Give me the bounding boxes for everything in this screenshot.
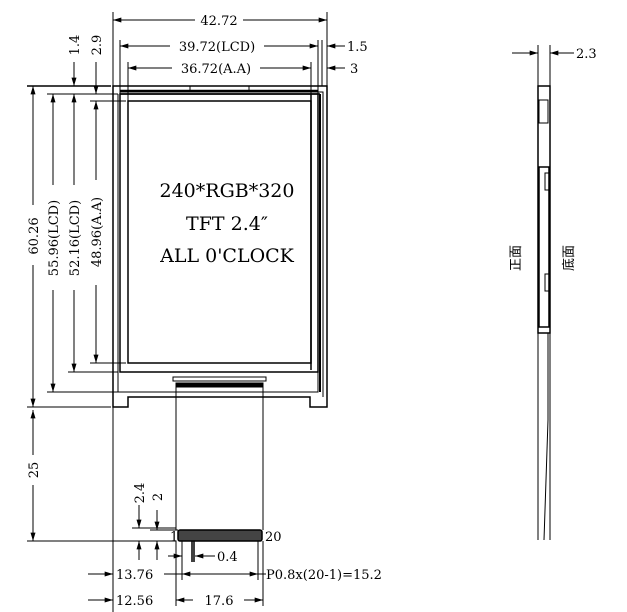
dim-fpc-a: 2.4 [133, 483, 148, 504]
dim-width-lcd: 39.72(LCD) [179, 40, 255, 55]
dim-fpc-b: 2 [151, 493, 166, 501]
orientation-label: ALL 0'CLOCK [159, 245, 295, 267]
dim-fpc-offset-b: 12.56 [116, 594, 153, 609]
dim-fpc-offset-a: 13.76 [116, 568, 153, 583]
dim-height-aa: 48.96(A.A) [90, 197, 105, 267]
dim-height-lcd: 55.96(LCD) [47, 200, 62, 276]
dim-width-total: 42.72 [200, 14, 237, 29]
lcd-outline [119, 93, 319, 373]
dim-fpc-length: 25 [27, 462, 42, 479]
dim-thickness: 2.3 [576, 47, 597, 62]
fpc-tail: 1 20 [170, 387, 282, 545]
dim-fpc-width: 17.6 [205, 594, 234, 609]
type-label: TFT 2.4″ [186, 213, 268, 235]
module-outline [112, 85, 328, 408]
resolution-label: 240*RGB*320 [160, 180, 295, 202]
active-area [127, 100, 312, 364]
dim-height-total: 60.26 [27, 217, 42, 254]
dim-width-aa: 36.72(A.A) [181, 62, 251, 77]
pin-20-label: 20 [265, 530, 282, 545]
dim-right-offset-aa: 3 [350, 62, 358, 77]
back-side-label: 底面 [561, 245, 577, 271]
dim-height-lcd2: 52.16(LCD) [68, 200, 83, 276]
front-view: 240*RGB*320 TFT 2.4″ ALL 0'CLOCK 1 20 42… [27, 12, 382, 612]
pin-1-label: 1 [170, 530, 178, 545]
dim-pin-width: 0.4 [217, 550, 238, 565]
front-side-label: 正面 [509, 245, 524, 271]
dim-top-offset-aa: 2.9 [90, 35, 105, 56]
dim-pitch: P0.8x(20-1)=15.2 [266, 568, 382, 583]
dim-right-offset-lcd: 1.5 [347, 40, 368, 55]
side-view: 2.3 正面 底面 [509, 45, 597, 541]
dim-top-offset-lcd: 1.4 [68, 35, 83, 56]
